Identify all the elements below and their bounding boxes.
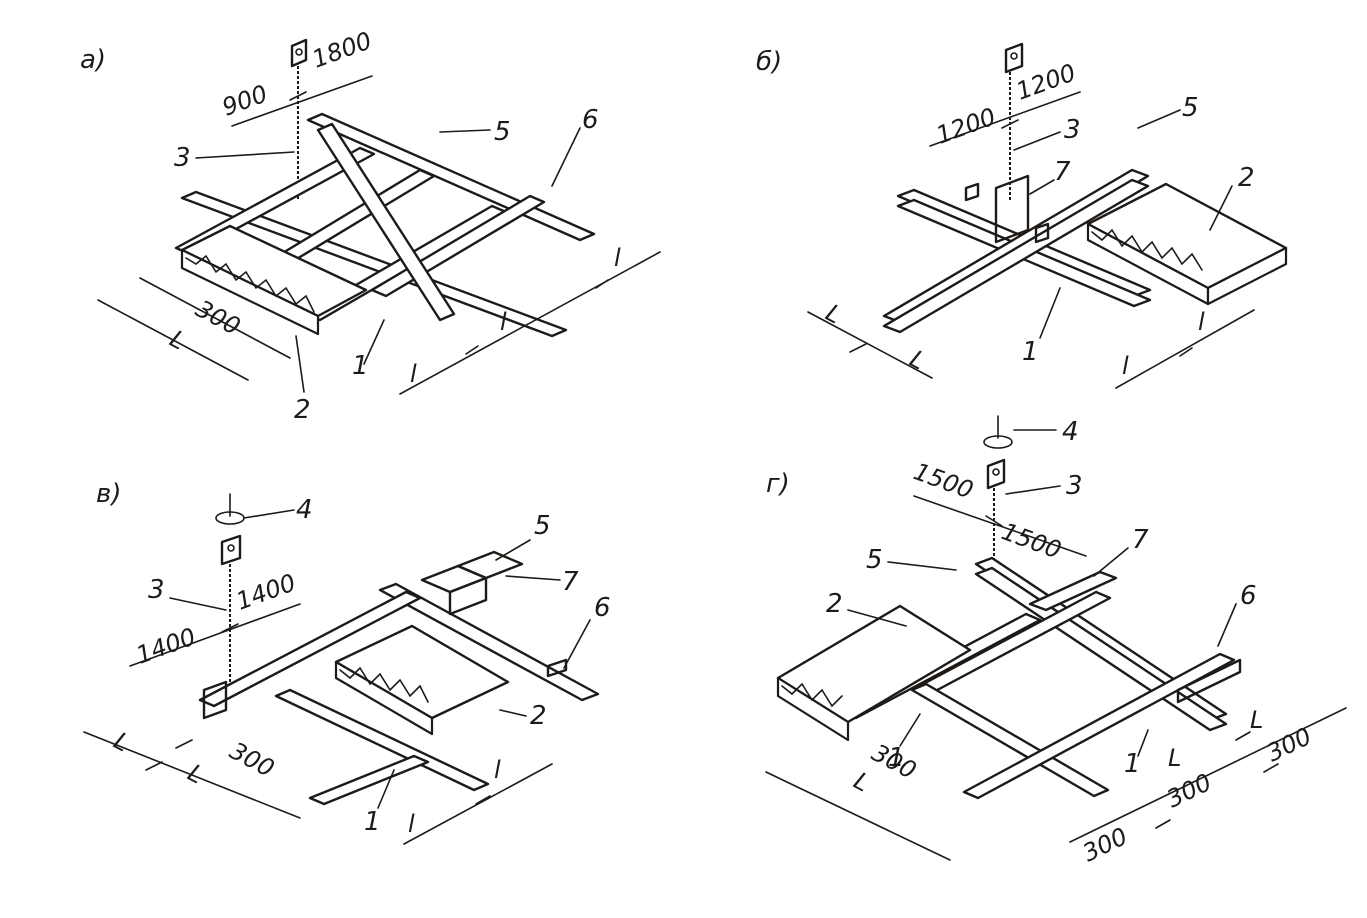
panel-b-callout-5: 5 (1182, 93, 1199, 123)
panel-g-callout-1a: 1 (888, 743, 905, 773)
panel-v-callout-7: 7 (562, 567, 579, 597)
panel-b-dim-l1: l (1198, 308, 1205, 336)
panel-g-dim-L2: L (1168, 744, 1181, 772)
panel-g-dim-L1: L (849, 767, 874, 798)
panel-g-callout-3: 3 (1066, 471, 1083, 501)
panel-v-grid (198, 550, 600, 806)
panel-v-callout-2: 2 (530, 701, 547, 731)
panel-g-dim-300d: 300 (1078, 822, 1131, 867)
panel-v-letter: в) (96, 479, 121, 509)
panel-b-tile (1086, 182, 1288, 306)
panel-b-callout-3: 3 (1064, 115, 1081, 145)
panel-b-dim-l2: l (1122, 352, 1129, 380)
panel-b-callout-1: 1 (1022, 337, 1039, 367)
panel-v-callout-3: 3 (148, 575, 165, 605)
panel-a-callout-1: 1 (352, 351, 369, 381)
panel-v-dim-L1: L (109, 727, 134, 758)
panel-a-dim-l3: l (410, 360, 417, 388)
panel-v-dim-L2: L (183, 759, 208, 790)
panel-v-dim-l1: l (494, 756, 501, 784)
panel-v-dim-1400a: 1400 (132, 622, 199, 669)
panel-a-tile (180, 224, 368, 336)
panel-a-dim-1800: 1800 (308, 26, 375, 73)
panel-a-callout-6: 6 (582, 105, 599, 135)
panel-a-callout-5: 5 (494, 117, 511, 147)
panel-g: г) 1500 1500 (765, 415, 1347, 867)
panel-a-hanger (231, 38, 373, 200)
panel-g-dim-1500b: 1500 (998, 517, 1065, 564)
panel-a: а) 900 1800 (80, 26, 661, 425)
panel-v-callout-6: 6 (594, 593, 611, 623)
panel-b-dim-1200a: 1200 (932, 102, 999, 149)
panel-g-leaders (847, 429, 1237, 757)
panel-g-letter: г) (766, 469, 790, 499)
panel-g-callout-5: 5 (866, 545, 883, 575)
panel-v: в) 1400 1400 (83, 479, 611, 845)
panel-v-tile (334, 624, 510, 736)
panel-g-tile (776, 604, 972, 742)
panel-b-callout-2: 2 (1238, 163, 1255, 193)
panel-a-callout-3: 3 (174, 143, 191, 173)
panel-b-dim-L2: L (905, 345, 930, 376)
panel-v-dim-l2: l (408, 810, 415, 838)
panel-a-leaders (195, 127, 581, 393)
panel-b-leaders (1013, 109, 1233, 339)
panel-v-callout-1: 1 (364, 807, 381, 837)
panel-a-callout-2: 2 (294, 395, 311, 425)
panel-a-dim-l1: l (614, 244, 621, 272)
panel-a-letter: а) (80, 45, 106, 75)
panel-g-callout-6: 6 (1240, 581, 1257, 611)
panel-v-leaders (169, 509, 591, 809)
panel-b-grid (882, 168, 1152, 334)
panel-g-dim-300b: 300 (1262, 722, 1315, 767)
panel-v-dim-300: 300 (225, 737, 279, 783)
panel-b-dim-L1: L (821, 299, 846, 330)
panel-b-letter: б) (756, 47, 782, 77)
panel-v-callout-4: 4 (296, 495, 313, 525)
panel-b-callout-7: 7 (1054, 157, 1071, 187)
panel-a-dimlines (97, 251, 661, 395)
panel-g-callout-2: 2 (826, 589, 843, 619)
panel-a-dim-l2: l (500, 308, 507, 336)
panel-g-callout-4: 4 (1062, 417, 1079, 447)
panel-g-callout-7: 7 (1132, 525, 1149, 555)
panel-g-hanger (913, 415, 1087, 570)
panel-v-dimlines (83, 731, 553, 845)
panel-a-dim-300: 300 (191, 295, 245, 341)
panel-b: б) 1200 1200 (756, 42, 1288, 389)
panel-a-grid (174, 112, 596, 338)
panel-g-dim-L3: L (1250, 706, 1263, 734)
panel-a-dim-L: L (165, 325, 190, 356)
panel-b-dimlines (807, 309, 1255, 389)
panel-v-callout-5: 5 (534, 511, 551, 541)
panel-g-dimlines (765, 707, 1347, 861)
panel-b-hanger (929, 42, 1081, 200)
panel-g-callout-1b: 1 (1124, 749, 1141, 779)
